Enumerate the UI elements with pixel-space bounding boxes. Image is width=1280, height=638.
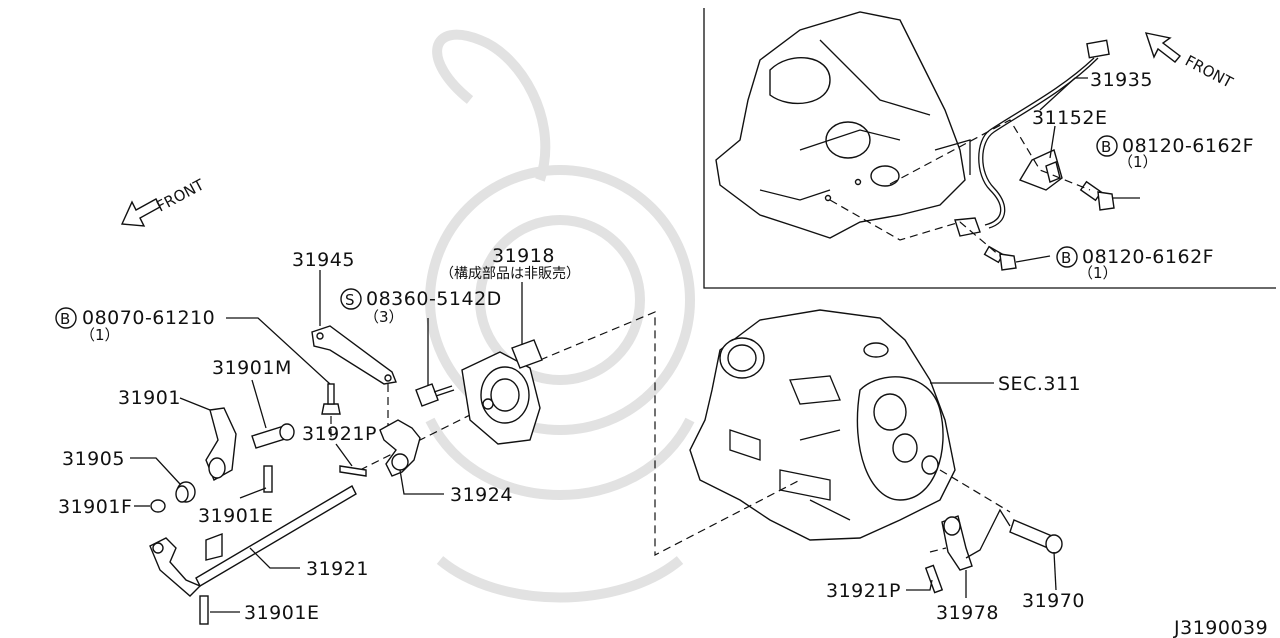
badge-b-upper: B [1101, 138, 1111, 156]
label-31935: 31935 [1090, 69, 1153, 91]
leader-31152E [1049, 125, 1056, 159]
label-08120-lower: 08120-6162F [1082, 246, 1214, 268]
leader-08070 [226, 317, 331, 385]
front-arrow-inset: FRONT [1144, 32, 1237, 92]
transmission-case-sec311 [689, 309, 956, 541]
badge-b-upper-circle [1096, 135, 1118, 157]
part-31921P-left-pin [339, 465, 367, 477]
label-31901F: 31901F [58, 496, 132, 518]
part-31901E-upper-pin [263, 465, 273, 493]
label-31918-note: （構成部品は非販売） [440, 266, 580, 282]
dashed-guide-case [539, 311, 801, 556]
leader-31924 [399, 469, 444, 495]
part-31921-shaft [149, 485, 357, 597]
label-31945: 31945 [292, 249, 355, 271]
badge-s: S [345, 291, 355, 309]
leader-31970 [1053, 551, 1057, 591]
label-31901E-upper: 31901E [198, 505, 273, 527]
label-31918: 31918 [492, 245, 555, 267]
part-31901E-lower-pin [199, 595, 209, 625]
label-31921: 31921 [306, 558, 369, 580]
badge-b-lower-circle [1056, 246, 1078, 268]
label-08070-qty: （1） [80, 326, 120, 344]
leader-31901E-upper [239, 487, 267, 499]
badge-b-lower: B [1061, 249, 1071, 267]
front-label-main: FRONT [153, 175, 207, 215]
badge-b-main: B [60, 310, 70, 328]
label-31152E: 31152E [1032, 107, 1107, 129]
part-31945-bracket [311, 325, 397, 385]
front-label-inset: FRONT [1182, 52, 1236, 92]
label-31970: 31970 [1022, 590, 1085, 612]
part-31970-cable [965, 508, 1063, 559]
front-arrow-main: FRONT [120, 175, 208, 227]
part-08360-screw [415, 383, 455, 407]
leader-08120-lower [1015, 255, 1051, 263]
part-31924-gear [379, 419, 421, 477]
dashed-guide-right [939, 469, 1011, 513]
inset-transmission-case [715, 11, 971, 239]
leader-31921P-right [906, 579, 933, 591]
label-31921P-left: 31921P [302, 423, 377, 445]
label-31901M: 31901M [212, 357, 292, 379]
label-08120-upper: 08120-6162F [1122, 135, 1254, 157]
label-08360: 08360-5142D [366, 288, 502, 310]
badge-s-circle [340, 288, 362, 310]
part-08070-bolt [321, 383, 341, 415]
part-31918-assembly [461, 339, 543, 445]
inset-dashed-guide-upper [889, 119, 1091, 191]
leader-31901 [179, 397, 211, 411]
inset-dashed-guide-lower [829, 199, 1001, 257]
label-31901E-lower: 31901E [244, 602, 319, 624]
inset-bolt-lower [983, 245, 1017, 271]
part-31905-seal [175, 481, 196, 503]
part-31978-plate [941, 515, 973, 571]
leader-31921P-left [335, 443, 353, 467]
label-08120-lower-qty: （1） [1078, 264, 1118, 282]
part-31935-harness [954, 39, 1110, 237]
watermark-emblem [425, 29, 695, 603]
label-08360-qty: （3） [364, 308, 404, 326]
badge-b-main-circle [55, 307, 77, 329]
part-31901M-bolt [251, 423, 295, 449]
inset-bolt-upper [1079, 180, 1115, 211]
label-08070: 08070-61210 [82, 307, 215, 329]
leader-31921 [249, 547, 300, 569]
inset-frame [703, 8, 1276, 289]
leader-31901M [251, 379, 267, 429]
part-31901F-washer [150, 499, 166, 513]
dashed-guide-right-lower [929, 547, 947, 553]
part-31901-lever [205, 407, 237, 481]
label-sec311: SEC.311 [998, 373, 1081, 395]
leader-31935 [1039, 77, 1088, 111]
label-08120-upper-qty: （1） [1118, 153, 1158, 171]
diagram-code: J3190039 [1173, 617, 1268, 638]
label-31978: 31978 [936, 602, 999, 624]
leader-31905 [130, 457, 181, 485]
part-31921P-right-pin [924, 564, 944, 594]
label-31905: 31905 [62, 448, 125, 470]
label-31924: 31924 [450, 484, 513, 506]
label-31901: 31901 [118, 387, 181, 409]
label-31921P-right: 31921P [826, 580, 901, 602]
